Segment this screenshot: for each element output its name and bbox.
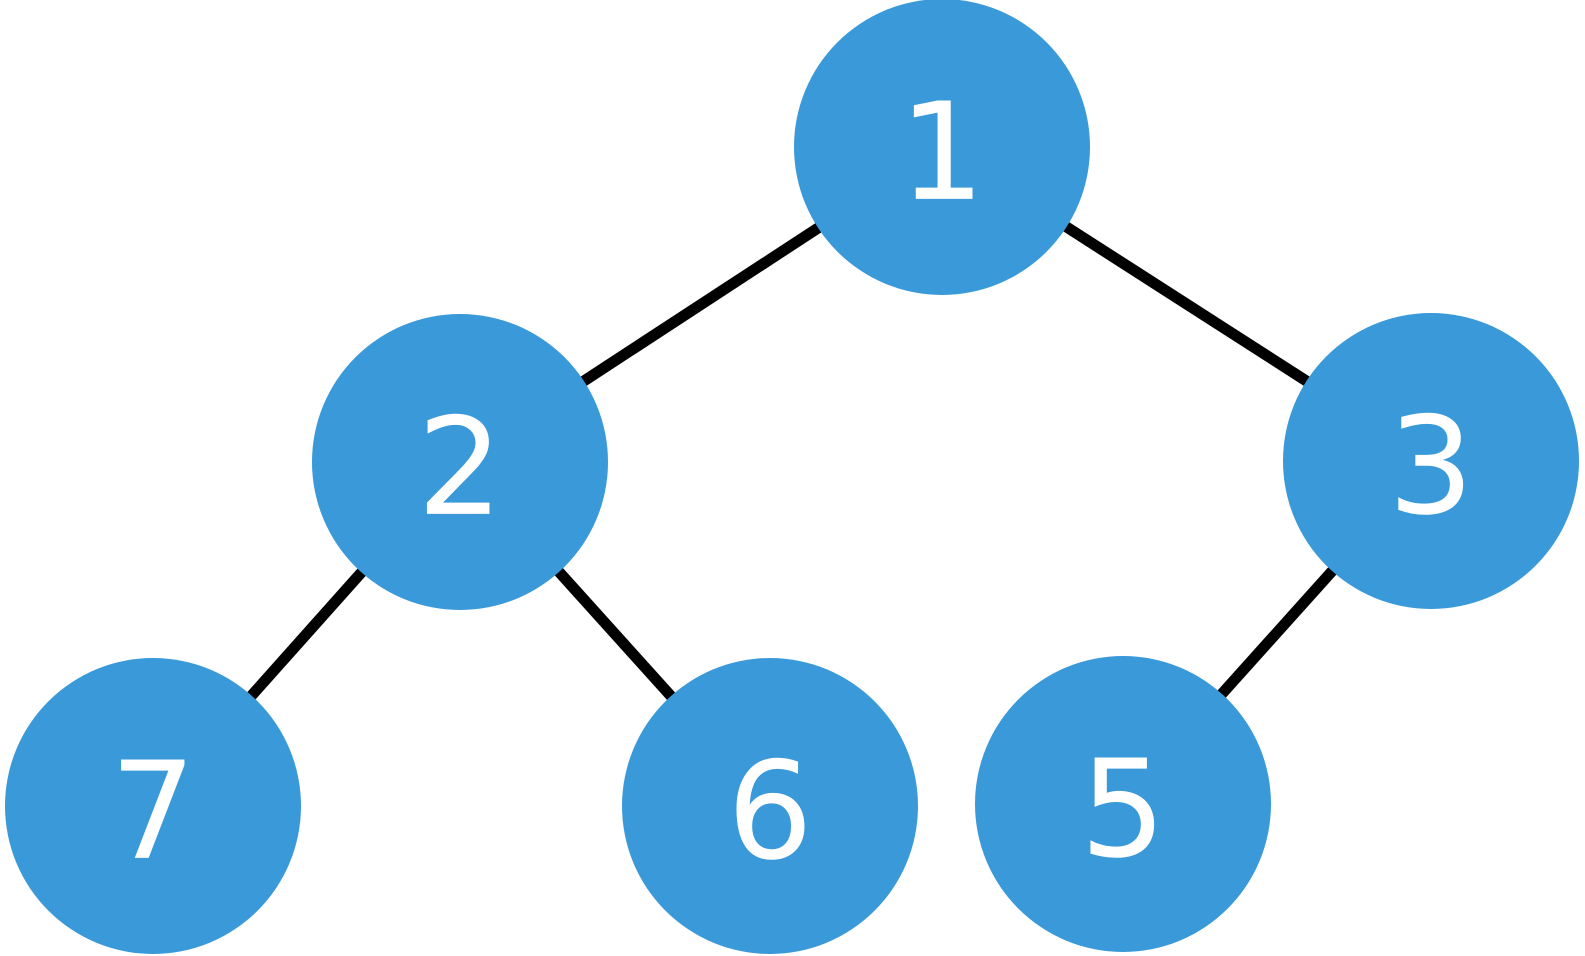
node-label-5: 5	[1080, 731, 1166, 888]
node-circle-7[interactable]	[5, 658, 301, 954]
tree-node-3[interactable]: 3	[1283, 313, 1579, 609]
node-circle-1[interactable]	[794, 0, 1090, 295]
tree-node-1[interactable]: 1	[794, 0, 1090, 295]
tree-node-6[interactable]: 6	[622, 658, 918, 954]
node-layer: 1 2 3 7 6 5	[5, 0, 1579, 954]
node-circle-6[interactable]	[622, 658, 918, 954]
node-circle-5[interactable]	[975, 656, 1271, 952]
tree-node-2[interactable]: 2	[312, 314, 608, 610]
node-circle-2[interactable]	[312, 314, 608, 610]
node-label-7: 7	[110, 733, 196, 890]
tree-node-7[interactable]: 7	[5, 658, 301, 954]
node-label-1: 1	[899, 74, 985, 231]
node-circle-3[interactable]	[1283, 313, 1579, 609]
tree-node-5[interactable]: 5	[975, 656, 1271, 952]
node-label-6: 6	[727, 733, 813, 890]
node-label-3: 3	[1388, 388, 1474, 545]
node-label-2: 2	[417, 389, 503, 546]
